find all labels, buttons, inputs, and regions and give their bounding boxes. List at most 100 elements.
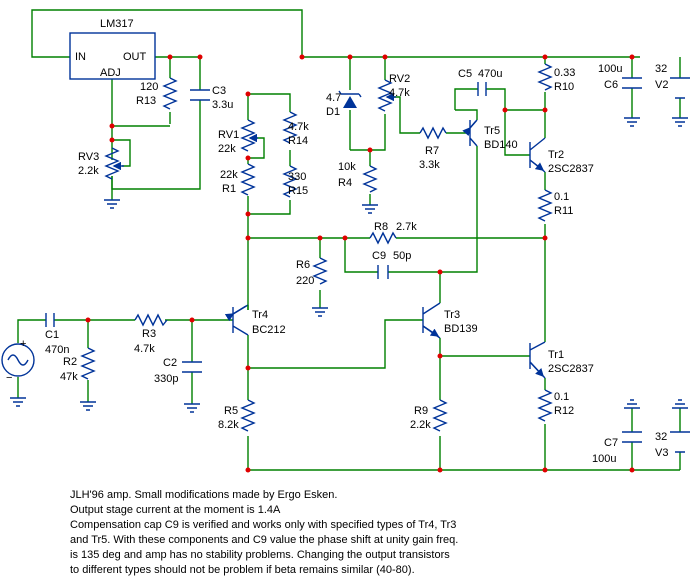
note-line: is 135 deg and amp has no stability prob…: [70, 549, 450, 561]
r5-resistor: [240, 399, 256, 432]
r5-value: 8.2k: [218, 419, 239, 431]
c1-ref: C1: [45, 329, 59, 341]
r6-ref: R6: [296, 259, 310, 271]
r1-value: 22k: [220, 169, 238, 181]
r7-resistor: [419, 126, 447, 140]
tr4-type: BC212: [252, 324, 286, 336]
r8-value: 2.7k: [396, 221, 417, 233]
r9-value: 2.2k: [410, 419, 431, 431]
r11-resistor: [537, 189, 553, 222]
r3-resistor: [134, 313, 168, 327]
lm317-adj-pin: ADJ: [100, 67, 121, 79]
d1-ref: D1: [326, 106, 340, 118]
c9-capacitor: [377, 265, 389, 279]
r14-resistor: [282, 111, 298, 144]
description-notes: JLH'96 amp. Small modifications made by …: [70, 488, 690, 578]
c3-ref: C3: [212, 85, 226, 97]
r3-ref: R3: [142, 328, 156, 340]
r10-value: 0.33: [554, 67, 575, 79]
c7-capacitor: [622, 431, 642, 443]
c1-capacitor: [45, 313, 55, 327]
ground-symbol: [104, 199, 120, 209]
r9-ref: R9: [414, 405, 428, 417]
rv1-value: 22k: [218, 143, 236, 155]
r8-resistor: [369, 231, 397, 245]
tr3-transistor: [422, 302, 441, 339]
r4-value: 10k: [338, 161, 356, 173]
tr2-transistor: [529, 137, 546, 173]
r6-value: 220: [296, 275, 314, 287]
r2-resistor: [80, 347, 96, 380]
rv3-value: 2.2k: [78, 165, 99, 177]
r14-value: 4.7k: [288, 121, 309, 133]
r3-value: 4.7k: [134, 343, 155, 355]
rv2-ref: RV2: [389, 73, 410, 85]
c5-ref: C5: [458, 68, 472, 80]
r2-value: 47k: [60, 371, 78, 383]
junction-dots: [85, 54, 635, 473]
v3-ref: V3: [655, 447, 668, 459]
r7-value: 3.3k: [419, 159, 440, 171]
r15-value: 330: [288, 171, 306, 183]
tr2-ref: Tr2: [548, 149, 564, 161]
c6-capacitor: [622, 77, 642, 89]
r5-ref: R5: [224, 405, 238, 417]
tr2-type: 2SC2837: [548, 163, 594, 175]
rv3-ref: RV3: [78, 151, 99, 163]
c3-capacitor: [190, 89, 210, 101]
c6-ref: C6: [604, 79, 618, 91]
d1-value: 4.7: [326, 92, 341, 104]
r1-ref: R1: [222, 183, 236, 195]
v2-source: [670, 77, 690, 99]
r6-resistor: [312, 257, 328, 285]
r15-resistor: [282, 165, 298, 198]
r13-resistor: [162, 77, 178, 110]
lm317-body: [69, 32, 156, 80]
r4-ref: R4: [338, 177, 352, 189]
c6-value: 100u: [598, 63, 622, 75]
tr5-type: BD140: [484, 139, 518, 151]
r13-ref: R13: [136, 95, 156, 107]
r11-value: 0.1: [554, 191, 569, 203]
r9-resistor: [432, 399, 448, 432]
rv2-potentiometer: [377, 79, 393, 112]
note-line: to different types should not be problem…: [70, 564, 415, 576]
c7-value: 100u: [592, 453, 616, 465]
r13-value: 120: [140, 81, 158, 93]
note-line: Compensation cap C9 is verified and work…: [70, 519, 457, 531]
r10-ref: R10: [554, 81, 574, 93]
c3-value: 3.3u: [212, 99, 233, 111]
v2-value: 32: [655, 63, 667, 75]
source-minus-sign: −: [6, 372, 12, 384]
r1-resistor: [240, 163, 256, 196]
source-plus-sign: +: [20, 338, 26, 350]
lm317-out-pin: OUT: [123, 51, 147, 63]
v2-ref: V2: [655, 79, 668, 91]
lm317-in-pin: IN: [75, 51, 86, 63]
rv3-potentiometer: [104, 147, 120, 180]
tr1-transistor: [529, 341, 546, 379]
c1-value: 470n: [45, 344, 69, 356]
rv2-value: 4.7k: [389, 87, 410, 99]
tr3-type: BD139: [444, 323, 478, 335]
ac-source: [1, 343, 35, 377]
rv1-ref: RV1: [218, 129, 239, 141]
r4-resistor: [362, 165, 378, 193]
tr1-type: 2SC2837: [548, 363, 594, 375]
c2-value: 330p: [154, 373, 178, 385]
note-line: and Tr5. With these components and C9 va…: [70, 534, 459, 546]
lm317-label: LM317: [100, 18, 134, 30]
c9-ref: C9: [372, 250, 386, 262]
tr4-ref: Tr4: [252, 309, 268, 321]
v3-source: [670, 431, 690, 453]
rv1-potentiometer: [240, 119, 256, 152]
c2-ref: C2: [163, 357, 177, 369]
r10-resistor: [537, 63, 553, 91]
c7-ref: C7: [604, 437, 618, 449]
r11-ref: R11: [554, 205, 573, 217]
r2-ref: R2: [63, 356, 77, 368]
v3-value: 32: [655, 431, 667, 443]
note-line: JLH'96 amp. Small modifications made by …: [70, 489, 338, 501]
